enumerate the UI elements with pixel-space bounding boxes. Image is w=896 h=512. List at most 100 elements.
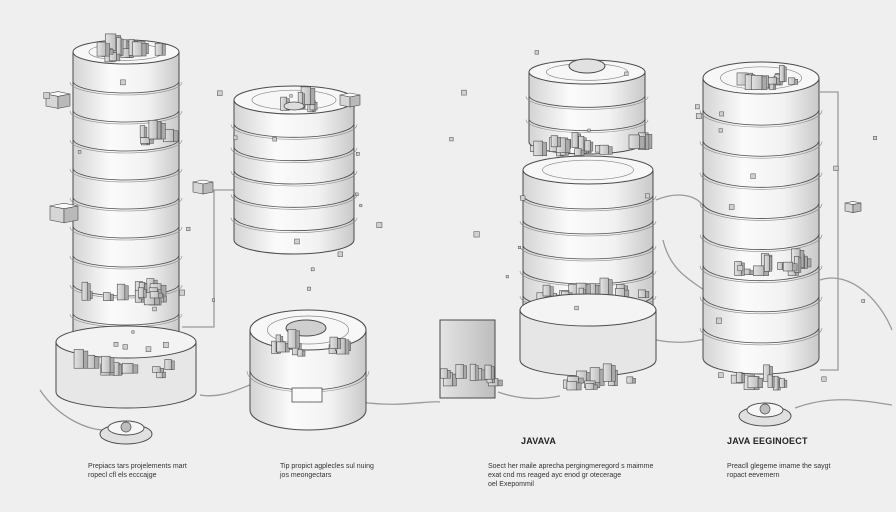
ground-node-knob — [120, 421, 132, 433]
tower1-ring — [72, 80, 180, 94]
tower1-lower-building-side — [87, 283, 91, 301]
debris-block — [645, 193, 650, 199]
tower1-base-blocks-building-side — [83, 350, 89, 369]
tower1-lower-building — [116, 283, 126, 301]
tower4-annex-blocks-building-side — [452, 373, 457, 387]
tower4-upper-city-building — [599, 144, 609, 155]
tower1-ring — [72, 138, 180, 152]
tower5-foot-building — [779, 378, 785, 388]
debris-block — [163, 342, 169, 348]
debris-block — [359, 204, 363, 207]
label-javava: JAVAVA — [521, 436, 557, 446]
tower-center — [439, 58, 657, 399]
caption-col1: Prepiacs tars projelements mart ropecl c… — [88, 462, 187, 480]
pipe — [819, 277, 893, 331]
debris-block — [186, 226, 191, 232]
tower4-base-top — [519, 293, 657, 327]
debris-block — [77, 150, 82, 154]
tower5-mid-city-building-side — [807, 258, 812, 268]
tower5-debris-right — [852, 202, 862, 213]
tower5-roof-building — [751, 75, 763, 90]
tower1-side-building-side — [144, 126, 148, 138]
tower4-mid-top-ring — [542, 159, 634, 181]
debris-block — [873, 136, 877, 140]
tower1-debris-left — [49, 205, 65, 224]
connector-pipes — [39, 91, 893, 431]
tower5-foot-building-side — [741, 373, 745, 383]
tower4-foot-blocks-building-side — [576, 382, 582, 391]
tower4-mid-lip — [519, 245, 657, 262]
tower3-blocks-building — [287, 329, 297, 349]
debris-block — [179, 289, 185, 296]
tower4-foot-blocks-building — [626, 376, 634, 384]
tower2-lip — [230, 147, 358, 163]
tower1-body — [72, 51, 180, 355]
tower1-base-blocks-building-side — [162, 371, 166, 379]
tower3-blocks-building-side — [302, 350, 306, 357]
tower1-side-building — [139, 125, 146, 138]
tower4-mid-lip — [519, 220, 657, 237]
tower5-roof-building-side — [761, 76, 768, 90]
tower4-upper-city-building — [550, 135, 559, 148]
debris-block — [211, 298, 216, 302]
tower1-roof-building-side — [161, 44, 166, 56]
tower5-roof-building — [779, 65, 785, 82]
debris-block — [695, 104, 700, 110]
tower2-debris-right — [349, 94, 361, 108]
tower5-ring — [702, 202, 820, 219]
debris-block — [587, 128, 591, 132]
tower1-roof-building-side — [116, 53, 121, 62]
tower2-lip — [230, 194, 358, 210]
tower5-roof-building-side — [773, 84, 777, 90]
tower1-side-building-side — [173, 130, 179, 143]
tower5-mid-city-building-side — [792, 263, 798, 272]
tower4-lower-city-building — [542, 284, 551, 297]
tower1-base-blocks-building-side — [118, 363, 122, 376]
tower5-foot-building-side — [784, 379, 788, 388]
tower4-foot-blocks-building-side — [611, 365, 616, 382]
caption-col4-line1: Preacll glegeme imame the saygt — [727, 463, 831, 470]
tower2-hub — [283, 101, 305, 111]
tower4-lower-city-building-side — [549, 286, 554, 297]
tower5-lip — [699, 265, 823, 283]
tower4-annex-blocks-building — [440, 368, 448, 379]
tower2-roof-building-side — [310, 88, 316, 105]
tower4-upper-city-building-side — [645, 134, 650, 150]
debris-block — [833, 165, 839, 171]
tower1-roof-building — [96, 41, 107, 57]
debris-block — [821, 376, 827, 382]
debris-block — [310, 267, 315, 272]
tower2-lip — [230, 170, 358, 187]
tower5-ring — [702, 109, 820, 126]
tower1-side-building-side — [160, 123, 166, 140]
debris-block — [715, 317, 722, 324]
tower5-mid-city-building — [777, 262, 783, 270]
tower1-debris-right — [57, 93, 71, 109]
tower4-upper-city-building-side — [639, 136, 645, 149]
tower1-ring — [72, 167, 180, 181]
tower3-top-ring — [267, 315, 349, 345]
tower4-foot-blocks-building-side — [593, 384, 598, 390]
tower4-upper-city-building-side — [608, 146, 613, 155]
debris-block — [272, 137, 277, 142]
debris-block — [728, 204, 735, 210]
caption-col1-line2: ropecl cfl els ecccajge — [88, 472, 157, 479]
base-unit-left — [246, 309, 370, 431]
caption-col3-line3: oel Exepommil — [488, 481, 534, 488]
caption-col2-line2: jos meongectars — [280, 472, 332, 479]
tower1-base-blocks-building — [164, 359, 172, 370]
debris-block — [217, 90, 223, 96]
debris-block — [718, 372, 724, 378]
debris-block — [294, 238, 300, 245]
debris-block — [473, 231, 480, 238]
tower1-lip — [69, 139, 183, 154]
tower5-foot-building-side — [757, 377, 763, 389]
tower1-side-building-side — [149, 138, 154, 144]
debris-block — [307, 286, 311, 291]
tower4-upper-city-building-side — [557, 136, 561, 148]
tower4-annex-blocks-building — [455, 364, 464, 379]
tower2-ring — [233, 169, 355, 185]
tower1-roof-building-side — [120, 38, 124, 56]
caption-col3-line1: Soect her maile aprecha pergingmeregord … — [488, 463, 654, 470]
debris-block — [534, 50, 539, 55]
